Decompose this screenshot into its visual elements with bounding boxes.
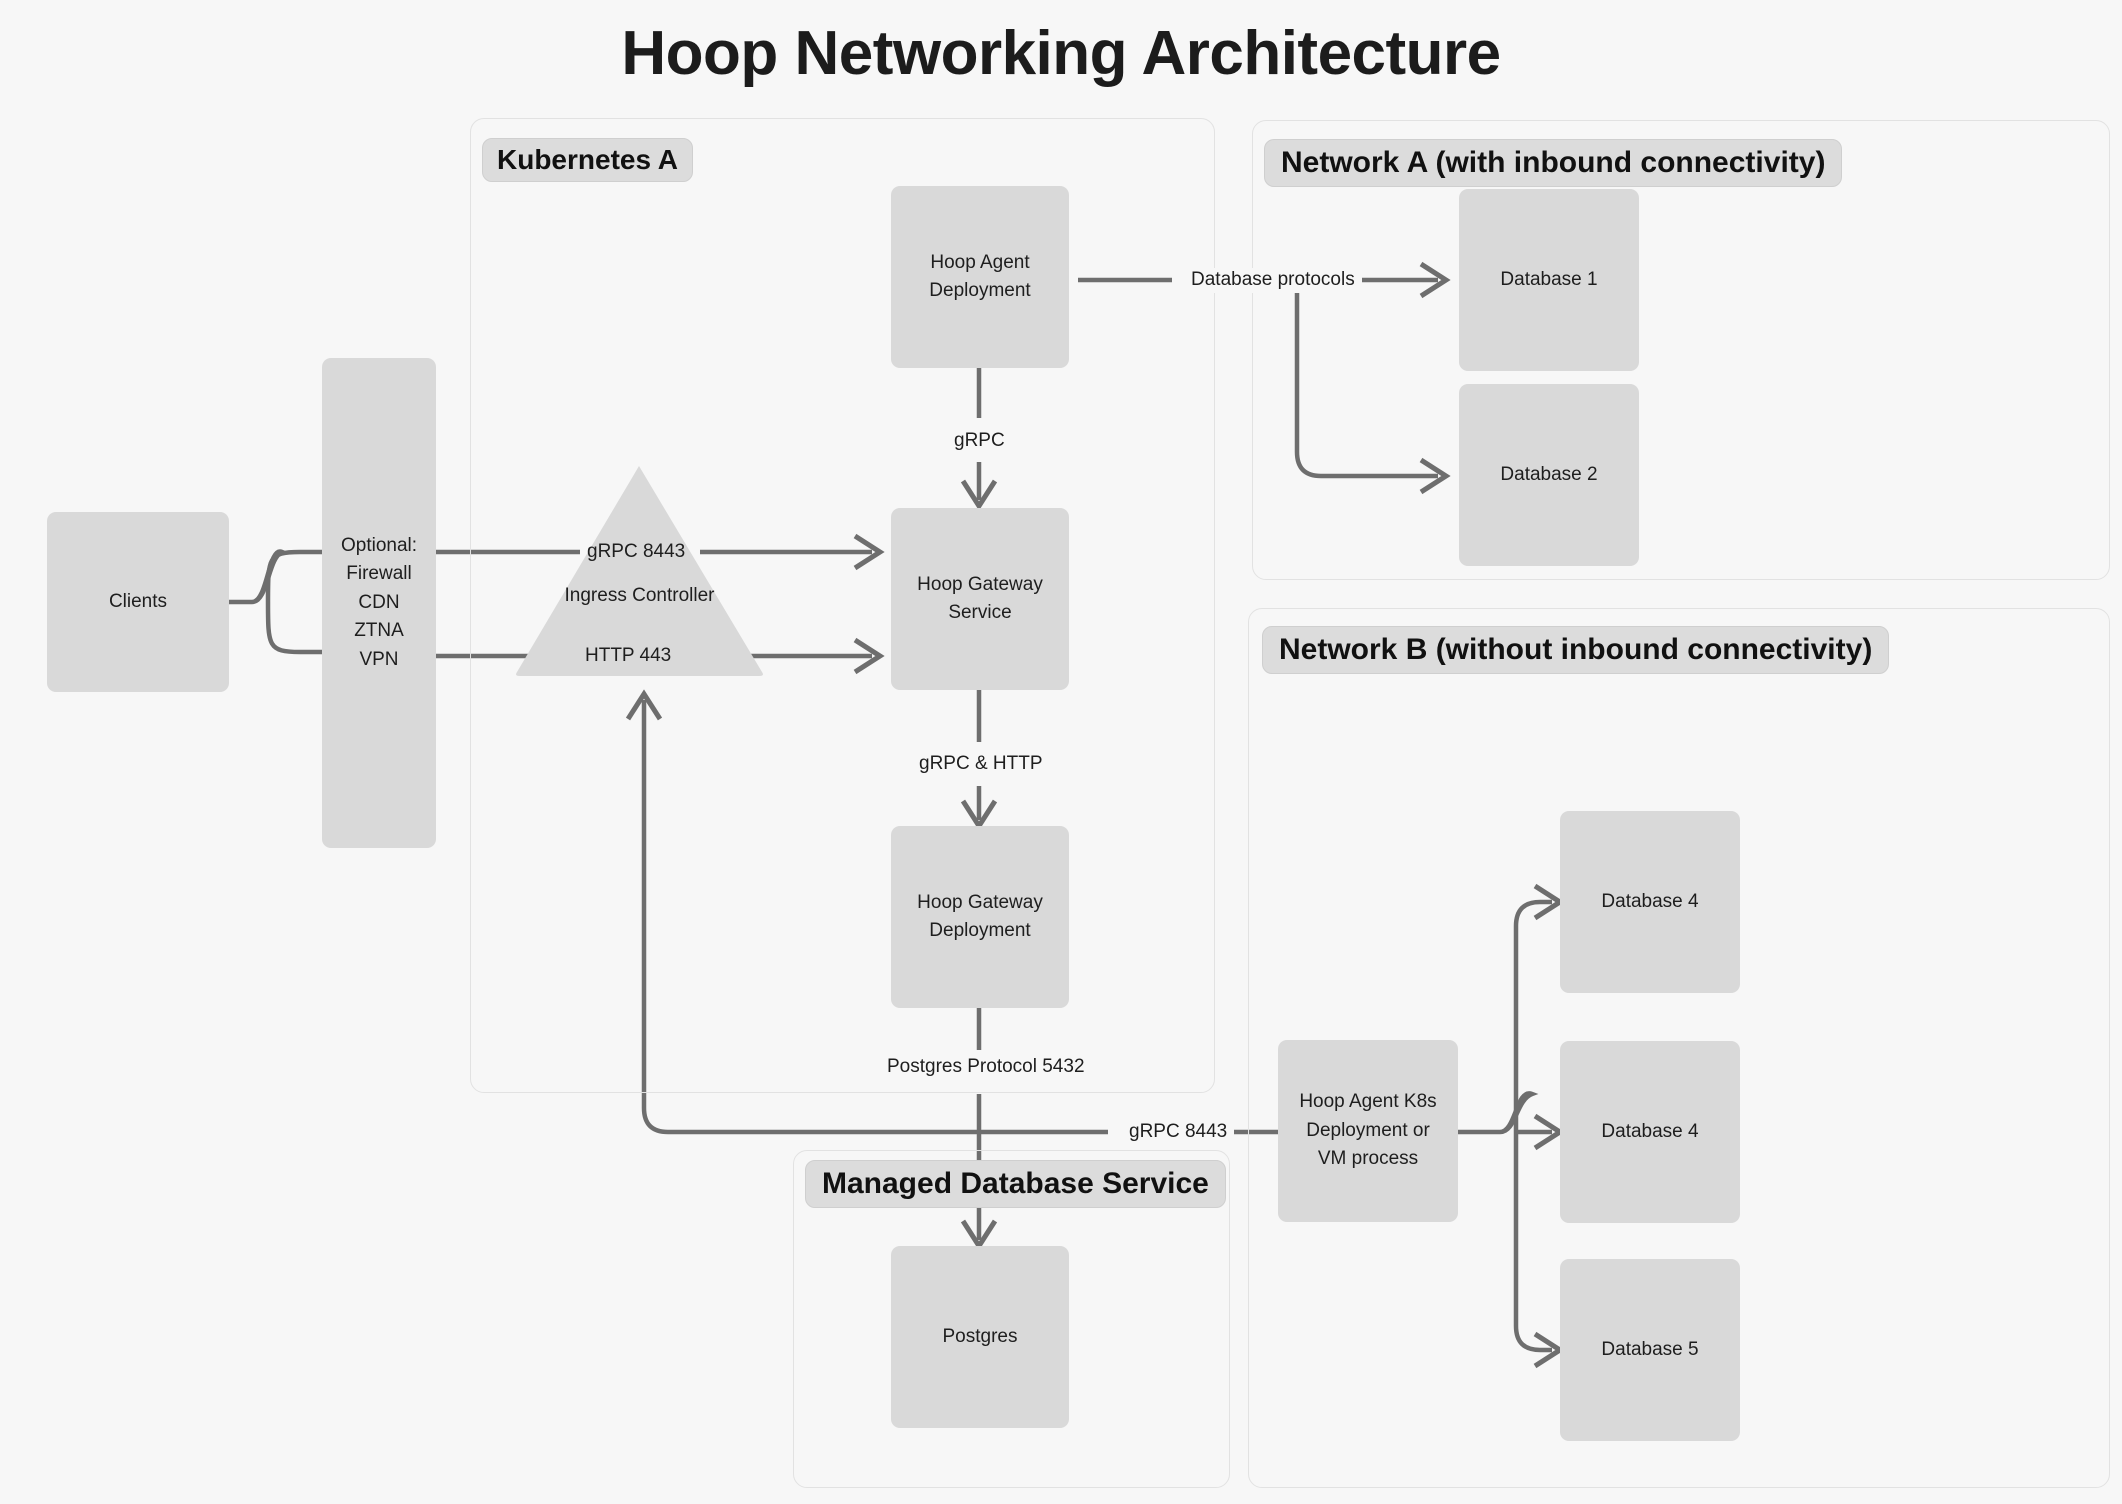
edge-label-grpc-8443-agent: gRPC 8443: [1122, 1120, 1235, 1145]
group-label-kubernetes-a: Kubernetes A: [482, 138, 694, 182]
group-managed-database-service: [793, 1150, 1230, 1488]
node-hoop-gateway-deployment[interactable]: Hoop Gateway Deployment: [891, 826, 1069, 1008]
node-database-2[interactable]: Database 2: [1459, 384, 1639, 566]
group-network-a: [1252, 120, 2110, 580]
edge-label-grpc-http: gRPC & HTTP: [912, 752, 1050, 777]
node-database-5-label: Database 5: [1601, 1338, 1699, 1360]
group-label-managed-database-service: Managed Database Service: [805, 1160, 1226, 1208]
node-database-1[interactable]: Database 1: [1459, 189, 1639, 371]
node-database-4-top[interactable]: Database 4: [1560, 811, 1740, 993]
node-hoop-agent-k8s[interactable]: Hoop Agent K8s Deployment or VM process: [1278, 1040, 1458, 1222]
group-label-network-a: Network A (with inbound connectivity): [1264, 139, 1843, 187]
group-label-network-b: Network B (without inbound connectivity): [1262, 626, 1890, 674]
group-label-text: Kubernetes A: [497, 144, 679, 175]
edge-label-postgres-protocol: Postgres Protocol 5432: [880, 1055, 1092, 1080]
hoop-gateway-service-line-2: Service: [948, 602, 1012, 623]
node-clients[interactable]: Clients: [47, 512, 229, 692]
edge-label-http-443-ingress: HTTP 443: [585, 645, 672, 666]
group-kubernetes-a: [470, 118, 1215, 1093]
edge-label-grpc: gRPC: [947, 429, 1012, 454]
node-postgres[interactable]: Postgres: [891, 1246, 1069, 1428]
optional-line-1: Optional:: [340, 534, 418, 556]
group-label-text: Network A (with inbound connectivity): [1281, 146, 1826, 179]
node-database-5[interactable]: Database 5: [1560, 1259, 1740, 1441]
hoop-agent-k8s-line-1: Hoop Agent K8s: [1299, 1091, 1437, 1113]
edge-label-grpc-8443-ingress: gRPC 8443: [587, 541, 686, 562]
page-title: Hoop Networking Architecture: [621, 19, 1501, 88]
hoop-agent-deployment-line-2: Deployment: [929, 280, 1031, 301]
hoop-agent-deployment-line-1: Hoop Agent: [930, 251, 1030, 273]
node-postgres-label: Postgres: [942, 1325, 1018, 1347]
hoop-agent-k8s-line-2: Deployment or: [1306, 1119, 1430, 1141]
node-hoop-agent-deployment[interactable]: Hoop Agent Deployment: [891, 186, 1069, 368]
group-network-b: [1248, 608, 2110, 1488]
node-database-4-middle-label: Database 4: [1601, 1120, 1699, 1142]
optional-line-5: VPN: [359, 648, 399, 670]
optional-line-2: Firewall: [346, 563, 412, 585]
edge-label-database-protocols: Database protocols: [1184, 268, 1362, 293]
node-database-4-middle[interactable]: Database 4: [1560, 1041, 1740, 1223]
node-database-4-top-label: Database 4: [1601, 890, 1699, 912]
hoop-gateway-deployment-line-1: Hoop Gateway: [917, 891, 1043, 913]
node-hoop-gateway-service[interactable]: Hoop Gateway Service: [891, 508, 1069, 690]
group-label-text: Network B (without inbound connectivity): [1279, 633, 1873, 666]
node-database-1-label: Database 1: [1500, 268, 1598, 290]
node-optional-edge-services[interactable]: Optional: Firewall CDN ZTNA VPN: [322, 358, 436, 848]
node-clients-label: Clients: [108, 590, 168, 612]
hoop-gateway-service-line-1: Hoop Gateway: [917, 573, 1043, 595]
hoop-agent-k8s-line-3: VM process: [1317, 1148, 1419, 1170]
optional-line-3: CDN: [358, 591, 400, 613]
group-label-text: Managed Database Service: [822, 1167, 1209, 1200]
node-database-2-label: Database 2: [1500, 463, 1598, 485]
triangle-shape: [516, 466, 763, 676]
hoop-gateway-deployment-line-2: Deployment: [929, 920, 1031, 941]
optional-line-4: ZTNA: [354, 620, 404, 642]
